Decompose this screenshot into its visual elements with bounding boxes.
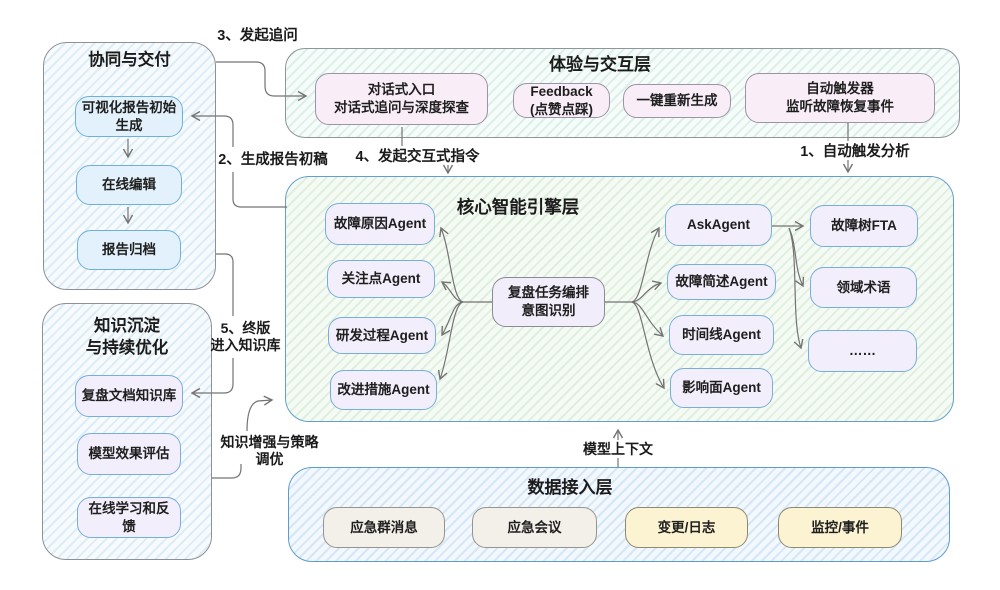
node-label: 意图识别 (521, 303, 576, 318)
experience-title: 体验与交互层 (549, 55, 651, 74)
node-label: 应急群消息 (350, 519, 418, 535)
node-agent-fault-cause: 故障原因Agent (325, 203, 435, 245)
node-label: 对话式入口 (367, 82, 436, 98)
core-title: 核心智能引擎层 (456, 197, 580, 217)
node-auto-trigger: 自动触发器 监听故障恢复事件 (745, 73, 935, 123)
node-label: AskAgent (686, 217, 750, 233)
node-label: …… (849, 343, 876, 359)
node-label: 应急会议 (507, 519, 562, 535)
node-label: 可视化报告初始 (81, 99, 177, 115)
node-agent-dev-process: 研发过程Agent (328, 317, 436, 354)
node-agent-impact: 影响面Agent (670, 368, 773, 408)
node-label: 报告归档 (102, 242, 156, 258)
node-label: 在线编辑 (102, 177, 156, 193)
flow-label-line1: 5、终版 (220, 320, 271, 336)
node-visual-report-init: 可视化报告初始 生成 (75, 96, 183, 137)
node-regenerate: 一键重新生成 (623, 84, 731, 118)
node-feedback: Feedback (点赞点踩) (513, 83, 610, 118)
knowledge-title: 知识沉淀 与持续优化 (42, 315, 212, 360)
node-label: 监控/事件 (811, 519, 869, 535)
node-agent-focus: 关注点Agent (327, 260, 435, 298)
arrow-core-to-report-a (232, 172, 287, 208)
node-more-ellipsis: …… (808, 330, 917, 372)
node-fault-tree-fta: 故障树FTA (810, 205, 918, 247)
node-online-edit: 在线编辑 (76, 165, 182, 205)
node-task-orchestration: 复盘任务编排 意图识别 (492, 277, 605, 327)
node-online-learning: 在线学习和反馈 (77, 497, 181, 538)
node-monitor-event: 监控/事件 (778, 507, 902, 548)
flow-label-line2: 进入知识库 (210, 337, 281, 354)
data-layer-title: 数据接入层 (527, 478, 613, 497)
node-label: 改进措施Agent (337, 382, 430, 398)
node-model-evaluation: 模型效果评估 (77, 433, 181, 475)
flow-label-follow-up: 3、发起追问 (217, 28, 298, 44)
knowledge-title-line2: 与持续优化 (85, 339, 169, 358)
knowledge-title-line1: 知识沉淀 (94, 317, 160, 335)
node-dialog-entry: 对话式入口 对话式追问与深度探查 (315, 73, 488, 125)
node-agent-improvement: 改进措施Agent (330, 370, 437, 410)
arrow-archive-to-kb-a (216, 253, 234, 316)
node-report-archive: 报告归档 (77, 230, 181, 270)
node-emergency-meeting: 应急会议 (472, 507, 597, 548)
collaboration-title: 协同与交付 (88, 51, 171, 69)
node-label: 生成 (115, 117, 143, 133)
node-label: Feedback (530, 83, 593, 99)
flow-label-line2: 调优 (255, 451, 284, 468)
node-label: 研发过程Agent (335, 327, 429, 343)
flow-label-draft-report: 2、生成报告初稿 (218, 152, 328, 168)
node-label: 领域术语 (836, 279, 891, 295)
node-label: 时间线Agent (682, 327, 761, 343)
node-label: 复盘任务编排 (508, 285, 589, 301)
node-change-log: 变更/日志 (625, 507, 748, 548)
node-agent-timeline: 时间线Agent (669, 315, 774, 355)
node-agent-fault-brief: 故障简述Agent (667, 264, 776, 300)
node-label: 一键重新生成 (636, 93, 718, 109)
node-label: 故障树FTA (831, 218, 897, 234)
node-label: 故障简述Agent (675, 274, 768, 290)
node-label: 模型效果评估 (88, 446, 170, 462)
flow-label-auto-trigger: 1、自动触发分析 (800, 144, 910, 160)
node-label: (点赞点踩) (530, 101, 593, 117)
flow-label-line1: 知识增强与策略 (220, 434, 319, 450)
node-label: 复盘文档知识库 (81, 388, 177, 404)
flow-label-model-context: 模型上下文 (583, 441, 653, 457)
arrow-knowledge-to-core-b (246, 395, 274, 432)
node-label: 自动触发器 (806, 81, 874, 97)
node-agent-ask: AskAgent (665, 204, 772, 246)
node-review-doc-kb: 复盘文档知识库 (75, 375, 183, 417)
node-label: 关注点Agent (341, 271, 421, 287)
flow-label-knowledge-tuning: 知识增强与策略 调优 (212, 434, 327, 468)
node-label: 变更/日志 (657, 519, 716, 535)
flow-label-interactive-cmd: 4、发起交互式指令 (355, 149, 480, 165)
node-label: 故障原因Agent (333, 216, 427, 232)
node-label: 影响面Agent (682, 380, 761, 396)
node-label: 在线学习和反馈 (88, 500, 170, 534)
flow-label-final-version: 5、终版 进入知识库 (203, 320, 288, 354)
node-emergency-group-msg: 应急群消息 (323, 507, 445, 548)
node-label: 监听故障恢复事件 (786, 99, 894, 114)
node-label: 对话式追问与深度探查 (334, 100, 469, 115)
node-domain-terms: 领域术语 (810, 267, 917, 308)
